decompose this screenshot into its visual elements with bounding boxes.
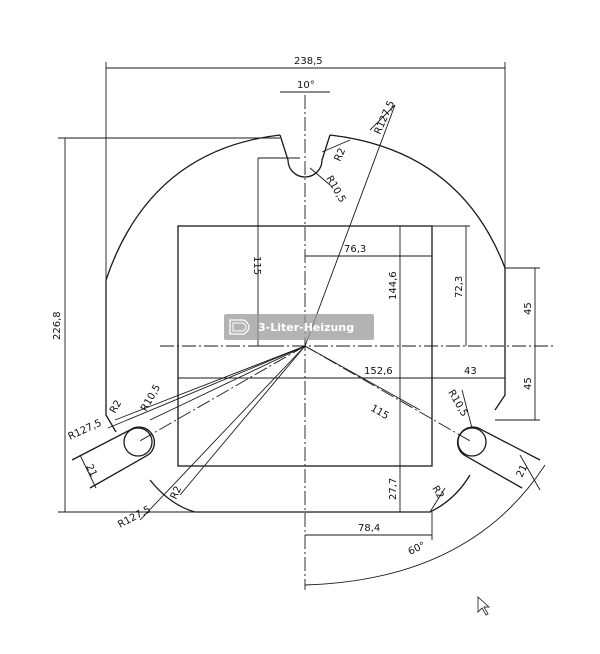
label-slot-angle: 10° xyxy=(297,80,315,91)
leader-r1275-top-tail xyxy=(369,104,396,131)
label-43: 43 xyxy=(464,366,477,377)
leader-r1275-top xyxy=(304,104,396,347)
label-left-bottom-r1275: R127,5 xyxy=(116,504,153,530)
dim-line-radial-115 xyxy=(304,345,421,411)
watermark-logo-icon xyxy=(229,319,250,335)
label-763: 76,3 xyxy=(344,244,366,255)
top-slot xyxy=(279,134,331,178)
label-115-vertical: 115 xyxy=(251,256,262,275)
label-1526: 152,6 xyxy=(364,366,393,377)
label-1446: 144,6 xyxy=(388,271,399,300)
leader-left-r1275 xyxy=(107,345,306,429)
dim-line-right-21 xyxy=(519,454,541,491)
label-r2-top: R2 xyxy=(333,147,348,164)
left-slot-end xyxy=(123,427,153,457)
dim-line-left-21 xyxy=(79,454,97,489)
label-left-r105: R10,5 xyxy=(139,383,163,414)
leader-left-bottom-r1275 xyxy=(139,345,306,521)
label-left-r2: R2 xyxy=(108,398,124,415)
left-slot-axis xyxy=(137,345,306,443)
leader-left-r105 xyxy=(149,345,306,421)
leader-left-bottom-r2 xyxy=(179,345,306,496)
label-left-r1275: R127,5 xyxy=(67,418,104,443)
outline-bottom xyxy=(149,474,471,513)
label-left-bottom-r2: R2 xyxy=(169,485,185,502)
center-lines xyxy=(137,95,555,590)
watermark-box xyxy=(224,314,374,340)
leader-right-r105 xyxy=(461,389,473,429)
label-right-21: 21 xyxy=(515,463,530,479)
label-277: 27,7 xyxy=(388,478,399,500)
watermark: 3-Liter-Heizung xyxy=(224,314,374,340)
leader-r105-top xyxy=(309,167,331,186)
mouse-pointer-icon xyxy=(477,595,491,616)
leader-bottom-r2 xyxy=(429,487,446,513)
label-bottom-r2: R2 xyxy=(429,484,445,501)
label-height-left: 226,8 xyxy=(52,311,63,340)
outline-top-arc-right xyxy=(329,134,506,269)
outline-top-arc xyxy=(105,134,281,281)
dim-arc-60 xyxy=(304,464,546,586)
watermark-label: 3-Liter-Heizung xyxy=(258,321,354,334)
leader-r2-top xyxy=(321,139,351,153)
label-r1275-top: R127,5 xyxy=(373,99,398,136)
label-angle-60: 60° xyxy=(407,540,428,557)
label-723: 72,3 xyxy=(454,276,465,298)
label-r105-top: R10,5 xyxy=(323,174,347,205)
label-115-radial: 115 xyxy=(369,403,391,422)
dimension-labels: 238,5 10° R127,5 R2 R10,5 226,8 115 76,3… xyxy=(52,56,534,558)
leader-left-r2 xyxy=(114,345,306,421)
label-45-bottom: 45 xyxy=(523,377,534,390)
dimension-lines xyxy=(58,62,546,586)
label-width-total: 238,5 xyxy=(294,56,323,67)
right-slot-end xyxy=(457,427,487,457)
label-left-21: 21 xyxy=(83,463,98,479)
label-45-top: 45 xyxy=(523,302,534,315)
right-slot xyxy=(457,426,541,489)
label-784: 78,4 xyxy=(358,523,380,534)
outline-right xyxy=(494,268,506,411)
